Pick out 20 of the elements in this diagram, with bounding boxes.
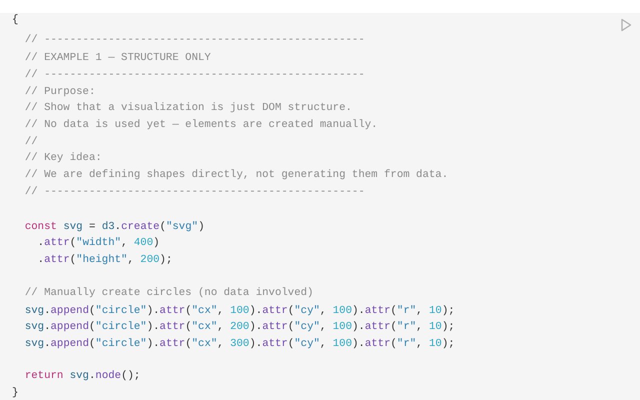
code-line: const svg = d3.create("svg") — [24, 220, 204, 234]
code-line: // Manually create circles (no data involved) — [24, 286, 314, 300]
code-line: } — [12, 386, 18, 400]
code-line: svg.append("circle").attr("cx", 100).attr("cy", 100).attr("r", 10); — [24, 304, 455, 318]
code-line: // Show that a visualization is just DOM structure. — [24, 101, 352, 115]
code-line: // — [24, 135, 38, 149]
code-line: .attr("width", 400) — [36, 236, 160, 250]
code-line: // -------------------------------------------------- — [24, 68, 365, 82]
code-line: return svg.node(); — [24, 369, 140, 383]
code-line: .attr("height", 200); — [36, 253, 172, 267]
code-line: // -------------------------------------------------- — [24, 33, 365, 47]
code-line: // No data is used yet — elements are created manually. — [24, 118, 378, 132]
code-line: svg.append("circle").attr("cx", 200).attr("cy", 100).attr("r", 10); — [24, 320, 455, 334]
code-line: // -------------------------------------------------- — [24, 185, 365, 199]
code-line: svg.append("circle").attr("cx", 300).attr("cy", 100).attr("r", 10); — [24, 337, 455, 351]
code-line: // EXAMPLE 1 — STRUCTURE ONLY — [24, 51, 211, 65]
code-line: // We are defining shapes directly, not generating them from data. — [24, 168, 448, 182]
code-line: // Key idea: — [24, 151, 102, 165]
code-line: // Purpose: — [24, 85, 96, 99]
code-line: { — [12, 13, 18, 27]
